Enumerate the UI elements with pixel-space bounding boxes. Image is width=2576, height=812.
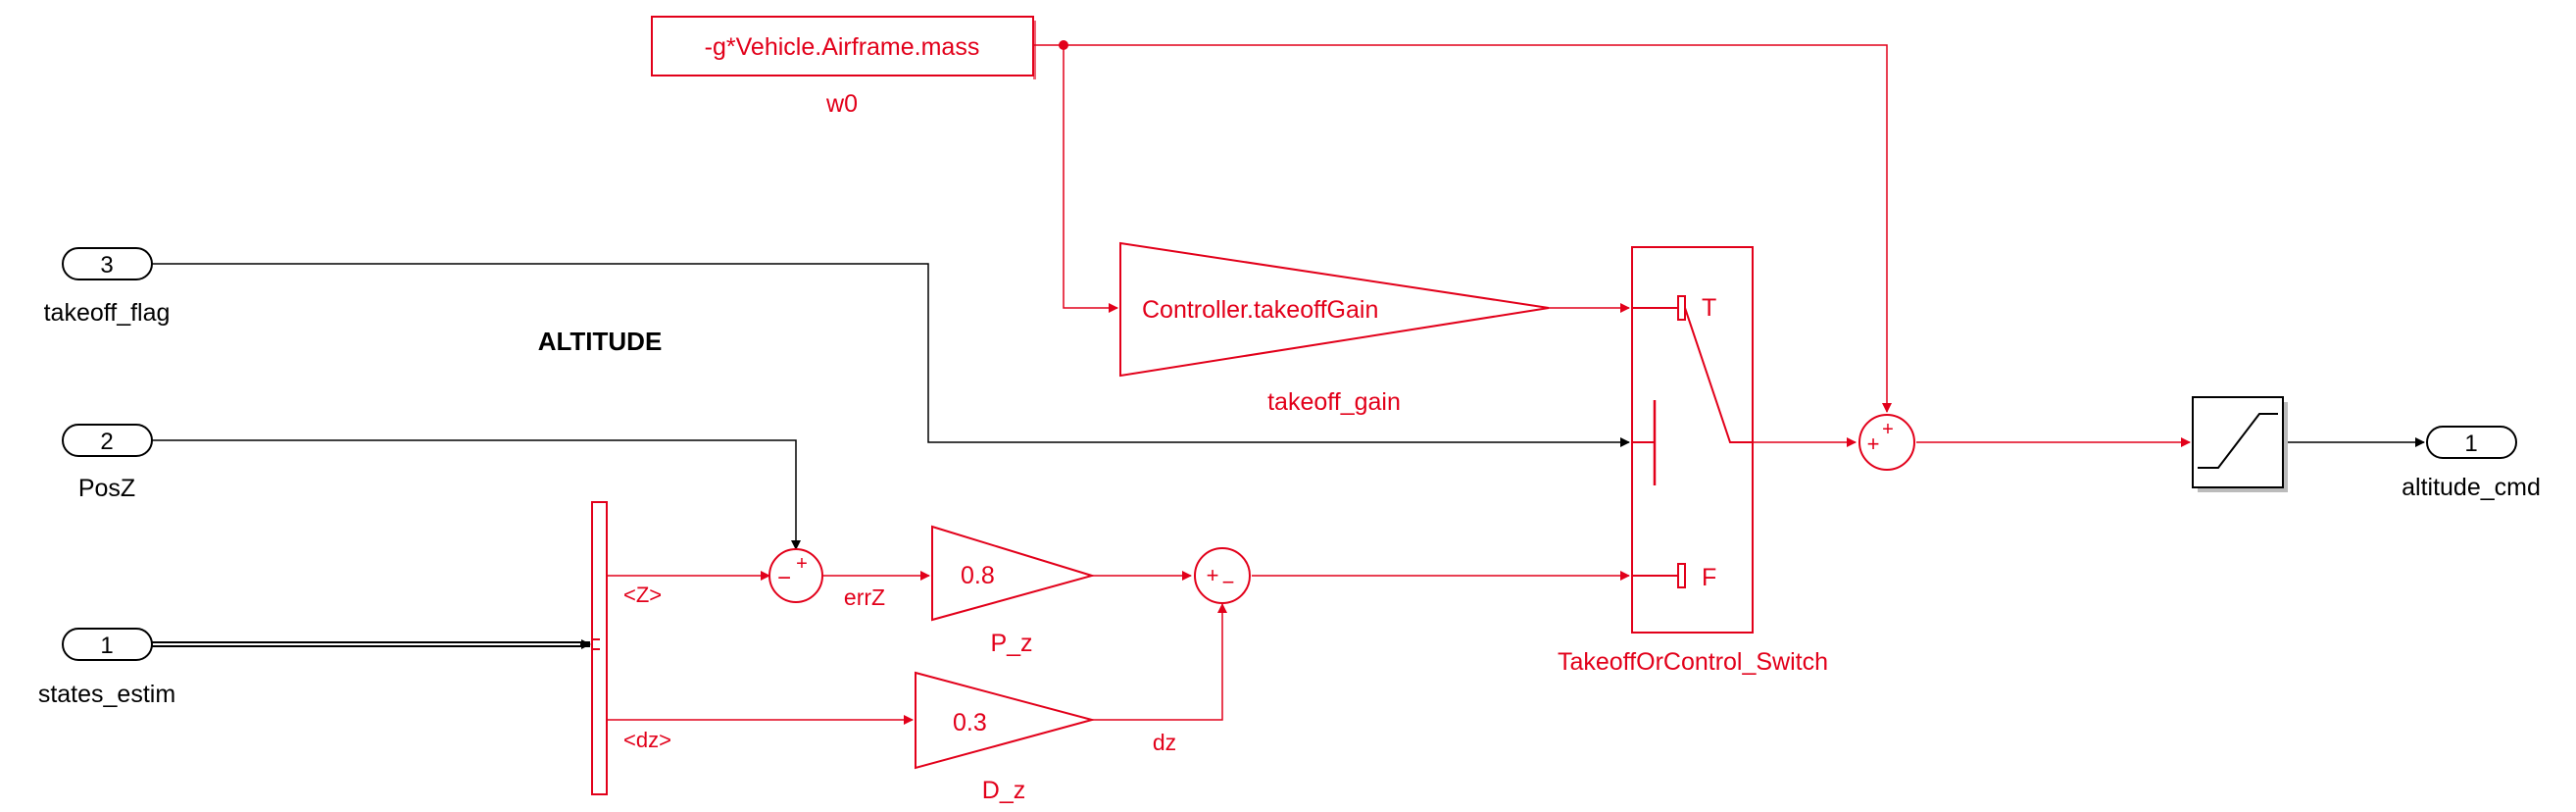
saturation-block[interactable] bbox=[2192, 396, 2288, 492]
bus-output-z-label: <Z> bbox=[623, 583, 662, 607]
constant-block-expression: -g*Vehicle.Airframe.mass bbox=[705, 33, 980, 61]
inport-posz[interactable]: 2 PosZ bbox=[62, 424, 153, 502]
constant-block-shadow bbox=[1033, 21, 1036, 79]
sum-pd-circle[interactable] bbox=[1194, 547, 1251, 604]
gain-block-pz[interactable]: 0.8 P_z bbox=[931, 525, 1096, 657]
wire-w0-to-takeoff-gain[interactable] bbox=[1063, 45, 1118, 313]
bus-output-dz-label: <dz> bbox=[623, 728, 671, 752]
switch-block[interactable]: T F TakeoffOrControl_Switch bbox=[1558, 246, 1828, 676]
switch-name: TakeoffOrControl_Switch bbox=[1558, 648, 1828, 676]
switch-false-port-mark bbox=[1677, 563, 1686, 588]
wire-dgain-to-sum-pd[interactable] bbox=[1092, 603, 1227, 721]
outport-altitude-cmd[interactable]: 1 altitude_cmd bbox=[2402, 426, 2541, 501]
outport-altitude-cmd-label: altitude_cmd bbox=[2402, 474, 2541, 501]
takeoff-gain-expression: Controller.takeoffGain bbox=[1142, 296, 1378, 324]
switch-body[interactable] bbox=[1631, 246, 1754, 634]
switch-false-label: F bbox=[1702, 564, 1716, 591]
sum-block-pd[interactable]: + − bbox=[1194, 547, 1251, 604]
switch-true-label: T bbox=[1702, 294, 1716, 322]
inport-posz-number: 2 bbox=[100, 429, 113, 455]
takeoff-gain-triangle[interactable] bbox=[1119, 241, 1550, 378]
inport-takeoff-flag-number: 3 bbox=[100, 252, 113, 279]
outport-altitude-cmd-number: 1 bbox=[2464, 431, 2477, 457]
sum-out-sign-left: + bbox=[1867, 431, 1880, 456]
inport-posz-label: PosZ bbox=[78, 475, 135, 502]
sum-error-circle[interactable] bbox=[768, 548, 823, 603]
sum-error-sign-minus: − bbox=[777, 565, 791, 591]
pz-value: 0.8 bbox=[961, 562, 995, 589]
signal-label-errz: errZ bbox=[844, 584, 885, 610]
sum-block-output[interactable]: + + bbox=[1858, 414, 1915, 471]
branch-point bbox=[1059, 40, 1068, 50]
sum-pd-sign-plus: + bbox=[1207, 563, 1219, 587]
sum-error-sign-plus: + bbox=[796, 553, 808, 575]
inport-takeoff-flag[interactable]: 3 takeoff_flag bbox=[44, 247, 171, 327]
wires bbox=[152, 44, 2425, 725]
inport-takeoff-flag-label: takeoff_flag bbox=[44, 299, 171, 327]
sum-out-sign-top: + bbox=[1882, 419, 1894, 440]
inport-states-estim-oval[interactable] bbox=[62, 628, 153, 661]
diagram-title: ALTITUDE bbox=[538, 327, 663, 356]
gain-block-dz[interactable]: 0.3 D_z dz bbox=[915, 671, 1176, 804]
inport-states-estim-label: states_estim bbox=[38, 681, 175, 708]
signal-label-dz: dz bbox=[1153, 730, 1176, 755]
pz-triangle[interactable] bbox=[931, 525, 1096, 622]
bus-selector-input-mark bbox=[592, 638, 600, 650]
dz-gain-name: D_z bbox=[982, 777, 1025, 804]
switch-lever bbox=[1684, 307, 1753, 443]
constant-block-w0[interactable]: -g*Vehicle.Airframe.mass w0 bbox=[651, 16, 1036, 118]
dz-gain-value: 0.3 bbox=[953, 709, 987, 736]
sum-pd-sign-minus: − bbox=[1222, 570, 1235, 594]
outport-altitude-cmd-oval[interactable] bbox=[2426, 426, 2517, 459]
bus-selector[interactable]: <Z> <dz> bbox=[591, 501, 671, 795]
inport-posz-oval[interactable] bbox=[62, 424, 153, 457]
inport-states-estim[interactable]: 1 states_estim bbox=[38, 628, 175, 708]
saturation-icon bbox=[2198, 413, 2278, 469]
inport-states-estim-number: 1 bbox=[100, 633, 113, 659]
sum-block-error[interactable]: − + errZ bbox=[768, 548, 885, 610]
inport-takeoff-flag-oval[interactable] bbox=[62, 247, 153, 280]
pz-name: P_z bbox=[990, 630, 1032, 657]
sum-out-circle[interactable] bbox=[1858, 414, 1915, 471]
takeoff-gain-name: takeoff_gain bbox=[1267, 388, 1401, 416]
constant-block-name: w0 bbox=[825, 90, 858, 118]
wire-posz-to-sum-err[interactable] bbox=[152, 439, 801, 550]
wire-w0-to-sum-out[interactable] bbox=[1064, 44, 1892, 413]
dz-gain-triangle[interactable] bbox=[915, 671, 1096, 770]
wire-flag-to-switch-control[interactable] bbox=[152, 263, 1630, 447]
gain-block-takeoff[interactable]: Controller.takeoffGain takeoff_gain bbox=[1119, 241, 1550, 416]
